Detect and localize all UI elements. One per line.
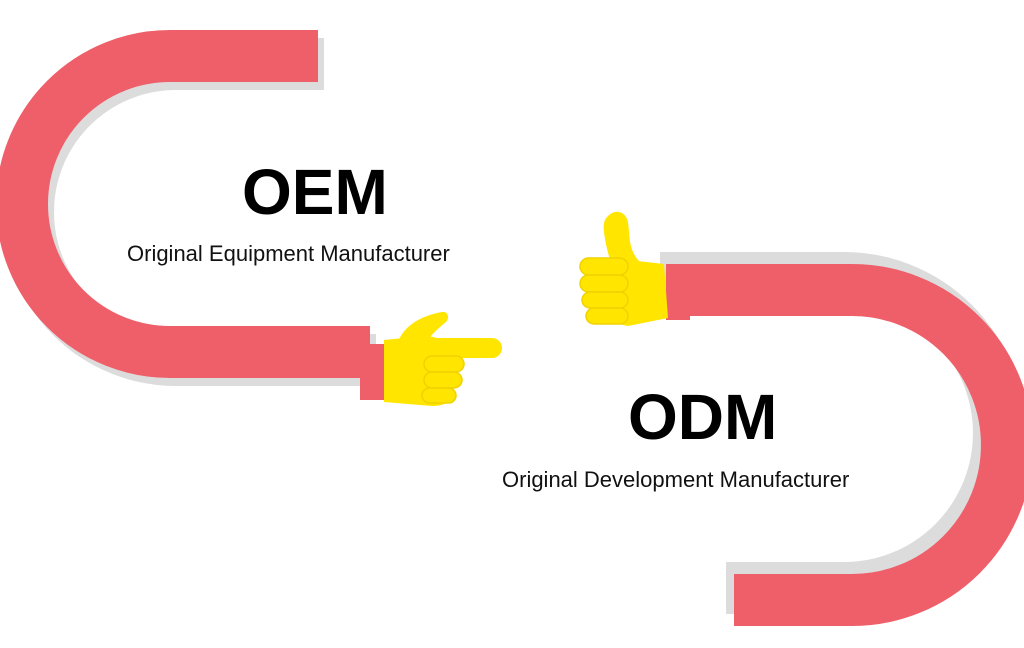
odm-subtitle: Original Development Manufacturer (502, 467, 850, 492)
odm-title: ODM (628, 381, 778, 453)
odm-arm-cuff (666, 264, 690, 320)
oem-arm-cuff (360, 344, 384, 400)
pointing-hand-icon (384, 311, 502, 406)
oem-subtitle: Original Equipment Manufacturer (127, 241, 450, 266)
odm-arm (668, 264, 1024, 626)
oem-arm (0, 30, 370, 378)
oem-title: OEM (242, 156, 388, 228)
thumbs-up-icon (579, 211, 668, 326)
